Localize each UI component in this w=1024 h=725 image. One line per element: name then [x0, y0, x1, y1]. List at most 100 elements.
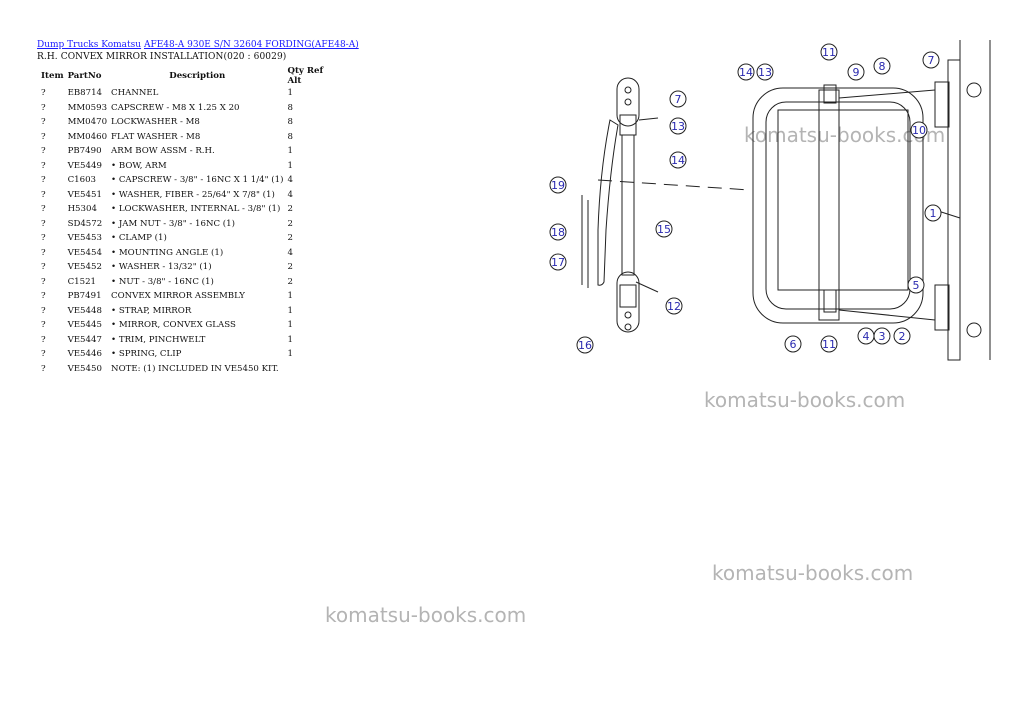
- cell-partno: VE5448: [67, 305, 102, 316]
- cell-qty: 2: [287, 276, 293, 287]
- callout-8: 8: [873, 57, 891, 75]
- cell-partno: VE5451: [67, 189, 102, 200]
- cell-item: ?: [41, 305, 46, 316]
- svg-text:4: 4: [863, 330, 870, 343]
- cell-description: • JAM NUT - 3/8" - 16NC (1): [111, 218, 235, 229]
- cell-qty: 1: [287, 88, 293, 99]
- cell-item: ?: [41, 320, 46, 331]
- callout-6: 6: [784, 335, 802, 353]
- callout-13: 13: [756, 63, 774, 81]
- cell-description: CAPSCREW - M8 X 1.25 X 20: [111, 102, 240, 113]
- cell-qty: 2: [287, 233, 293, 244]
- cell-qty: 8: [287, 117, 293, 128]
- cell-partno: MM0470: [67, 117, 108, 128]
- callout-2: 2: [893, 327, 911, 345]
- callout-14: 14: [737, 63, 755, 81]
- svg-text:11: 11: [822, 338, 836, 351]
- svg-text:18: 18: [551, 226, 565, 239]
- cell-item: ?: [41, 102, 46, 113]
- cell-item: ?: [41, 291, 46, 302]
- cell-partno: VE5447: [67, 334, 102, 345]
- cell-description: • TRIM, PINCHWELT: [111, 334, 206, 345]
- cell-description: CHANNEL: [111, 88, 159, 99]
- cell-item: ?: [41, 146, 46, 157]
- cell-qty: 1: [287, 334, 293, 345]
- callout-9: 9: [847, 63, 865, 81]
- table-row: ?C1603• CAPSCREW - 3/8" - 16NC X 1 1/4" …: [37, 173, 339, 188]
- header-item: Item: [41, 71, 64, 81]
- parts-table: Item PartNo Description Qty Ref Alt ?EB8…: [37, 66, 339, 376]
- svg-text:13: 13: [671, 120, 685, 133]
- callout-5: 5: [907, 276, 925, 294]
- svg-text:5: 5: [913, 279, 920, 292]
- svg-text:2: 2: [899, 330, 906, 343]
- svg-text:12: 12: [667, 300, 681, 313]
- svg-text:6: 6: [790, 338, 797, 351]
- callout-11: 11: [820, 335, 838, 353]
- cell-qty: 4: [287, 247, 293, 258]
- cell-partno: MM0460: [67, 131, 108, 142]
- cell-partno: PB7491: [67, 291, 102, 302]
- cell-description: ARM BOW ASSM - R.H.: [111, 146, 215, 157]
- callout-3: 3: [873, 327, 891, 345]
- table-row: ?SD4572• JAM NUT - 3/8" - 16NC (1)2: [37, 217, 339, 232]
- svg-text:7: 7: [675, 93, 682, 106]
- cell-item: ?: [41, 218, 46, 229]
- callout-18: 18: [549, 223, 567, 241]
- svg-text:14: 14: [671, 154, 685, 167]
- table-row: ?VE5453• CLAMP (1)2: [37, 231, 339, 246]
- svg-text:11: 11: [822, 46, 836, 59]
- cell-description: • BOW, ARM: [111, 160, 167, 171]
- cell-item: ?: [41, 276, 46, 287]
- breadcrumb-link-dump-trucks[interactable]: Dump Trucks Komatsu: [37, 40, 142, 50]
- cell-qty: 1: [287, 291, 293, 302]
- svg-text:9: 9: [853, 66, 860, 79]
- cell-partno: C1521: [67, 276, 97, 287]
- cell-description: • WASHER - 13/32" (1): [111, 262, 212, 273]
- cell-partno: C1603: [67, 175, 97, 186]
- cell-qty: 8: [287, 102, 293, 113]
- cell-item: ?: [41, 363, 46, 374]
- watermark: komatsu-books.com: [704, 388, 906, 412]
- svg-text:15: 15: [657, 223, 671, 236]
- callout-17: 17: [549, 253, 567, 271]
- svg-text:10: 10: [912, 124, 926, 137]
- cell-description: • MOUNTING ANGLE (1): [111, 247, 224, 258]
- cell-description: LOCKWASHER - M8: [111, 117, 200, 128]
- callout-10: 10: [910, 121, 928, 139]
- callout-19: 19: [549, 176, 567, 194]
- cell-item: ?: [41, 117, 46, 128]
- svg-text:3: 3: [879, 330, 886, 343]
- header-partno: PartNo: [67, 71, 102, 81]
- table-header-row: Item PartNo Description Qty Ref Alt: [37, 66, 339, 86]
- cell-description: • STRAP, MIRROR: [111, 305, 192, 316]
- cell-partno: PB7490: [67, 146, 102, 157]
- callout-1: 1: [924, 204, 942, 222]
- cell-partno: VE5450: [67, 363, 102, 374]
- cell-item: ?: [41, 349, 46, 360]
- cell-item: ?: [41, 175, 46, 186]
- cell-description: NOTE: (1) INCLUDED IN VE5450 KIT.: [111, 363, 279, 374]
- table-row: ?H5304• LOCKWASHER, INTERNAL - 3/8" (1)2: [37, 202, 339, 217]
- svg-text:19: 19: [551, 179, 565, 192]
- header-qty-ref-alt: Qty Ref Alt: [287, 66, 324, 86]
- watermark: komatsu-books.com: [712, 561, 914, 585]
- breadcrumb-link-model[interactable]: AFE48-A 930E S/N 32604 FORDING(AFE48-A): [143, 40, 359, 50]
- cell-partno: MM0593: [67, 102, 108, 113]
- arm-bow-drawing: [752, 40, 991, 361]
- cell-qty: 2: [287, 262, 293, 273]
- cell-partno: VE5454: [67, 247, 102, 258]
- cell-partno: VE5445: [67, 320, 102, 331]
- cell-qty: 4: [287, 175, 293, 186]
- svg-text:17: 17: [551, 256, 565, 269]
- cell-qty: 2: [287, 204, 293, 215]
- callout-7: 7: [922, 51, 940, 69]
